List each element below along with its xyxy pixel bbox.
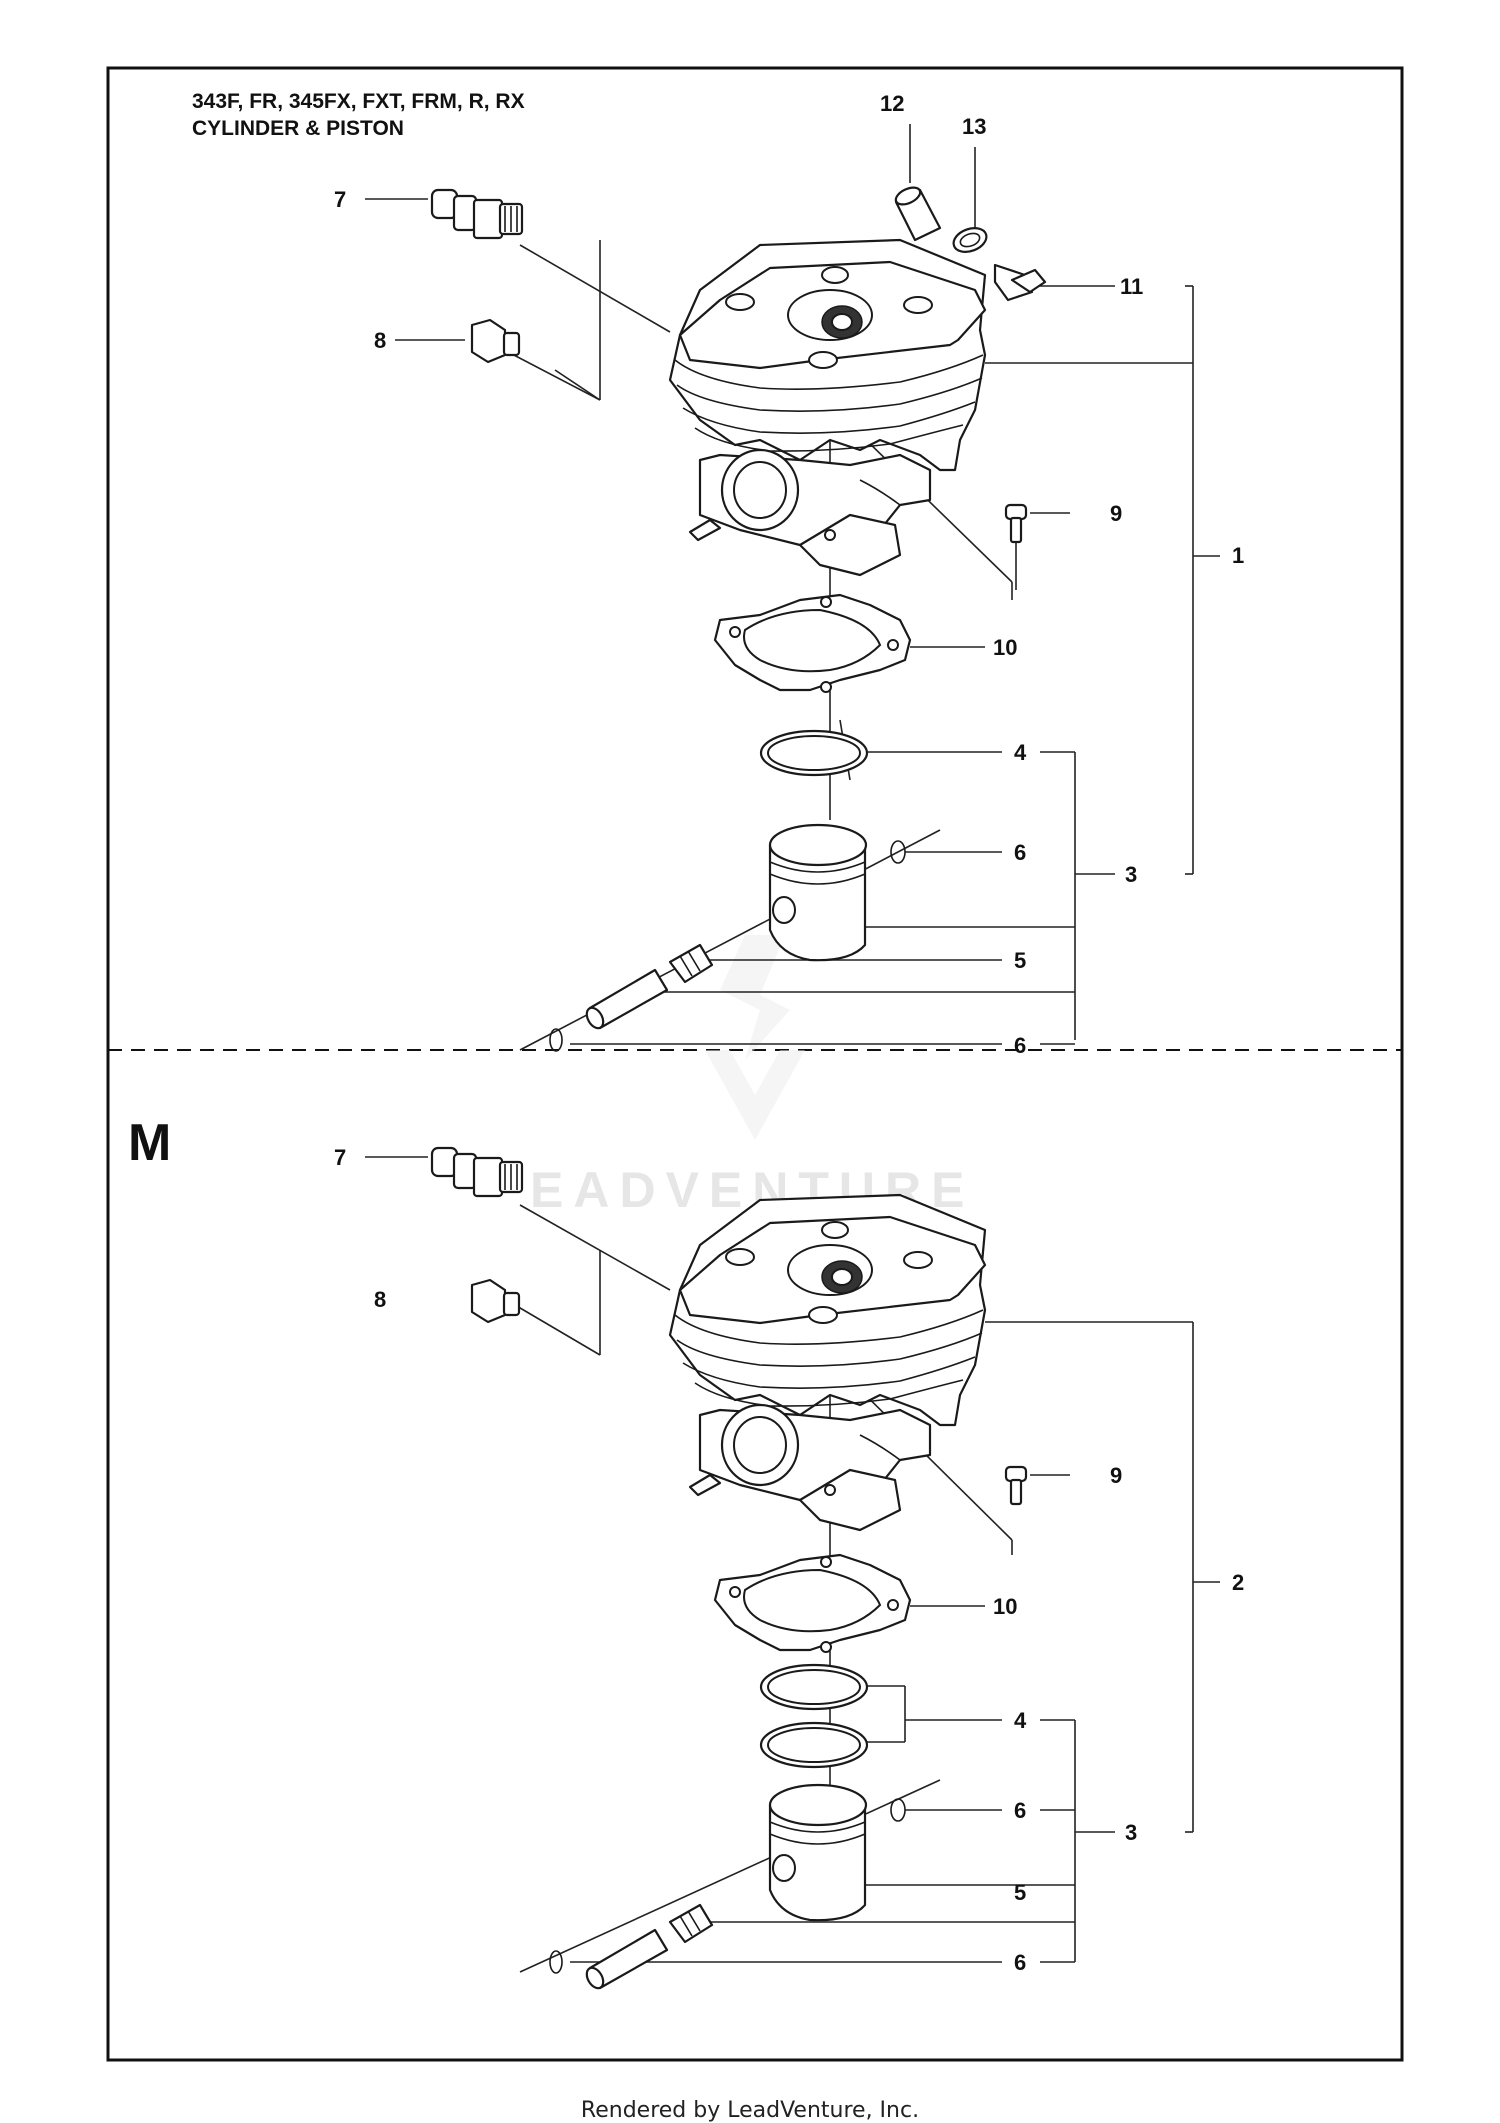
bottom-part-6-clip-right: [890, 1798, 906, 1822]
bottom-part-4-ring-upper: [759, 1663, 869, 1711]
svg-text:6: 6: [1014, 1033, 1026, 1058]
top-part-piston: [768, 823, 868, 962]
model-list: 343F, FR, 345FX, FXT, FRM, R, RX: [192, 90, 525, 113]
footer-credit: Rendered by LeadVenture, Inc.: [580, 2098, 920, 2123]
top-part-6-clip-right: [890, 840, 906, 864]
bottom-cylinder: [668, 1193, 987, 1532]
svg-text:5: 5: [1014, 948, 1026, 973]
bottom-part-5-bearing: [668, 1903, 714, 1944]
top-callout-labels: 7 8 12 13 11 1 9 10 4 6 3 5 6: [334, 91, 1244, 1058]
top-cylinder: [668, 238, 987, 577]
section-marker: M: [128, 1114, 171, 1172]
top-part-5-bearing: [668, 943, 714, 984]
bottom-part-8-plug: [470, 1278, 521, 1324]
svg-text:11: 11: [1120, 274, 1143, 299]
bottom-part-7-fitting: [430, 1146, 524, 1198]
top-assembly: [365, 124, 1220, 1052]
diagram-frame: [106, 66, 1404, 2062]
bottom-part-6-clip-left: [549, 1950, 563, 1974]
svg-text:6: 6: [1014, 1798, 1026, 1823]
top-part-13-clip: [952, 227, 988, 253]
top-part-9-bolt: [1004, 503, 1028, 544]
watermark-logo: [705, 935, 805, 1140]
bottom-part-9-bolt: [1004, 1465, 1028, 1506]
svg-text:3: 3: [1125, 862, 1137, 887]
top-part-8-plug: [470, 318, 521, 364]
svg-text:7: 7: [334, 1145, 346, 1170]
top-part-7-fitting: [430, 188, 524, 240]
bottom-part-piston: [768, 1783, 868, 1922]
top-part-5-pin: [585, 968, 669, 1030]
svg-text:8: 8: [374, 1287, 386, 1312]
svg-text:6: 6: [1014, 840, 1026, 865]
svg-text:7: 7: [334, 187, 346, 212]
svg-text:10: 10: [993, 1594, 1017, 1619]
svg-text:2: 2: [1232, 1570, 1244, 1595]
svg-text:5: 5: [1014, 1880, 1026, 1905]
svg-text:4: 4: [1014, 740, 1027, 765]
svg-text:12: 12: [880, 91, 904, 116]
top-part-12-sleeve: [894, 186, 942, 242]
top-part-11-nipple: [993, 263, 1047, 302]
top-part-4-ring: [759, 729, 869, 777]
svg-text:1: 1: [1232, 543, 1244, 568]
svg-text:13: 13: [962, 114, 986, 139]
bottom-part-4-ring-lower: [759, 1721, 869, 1769]
svg-text:10: 10: [993, 635, 1017, 660]
svg-text:9: 9: [1110, 1463, 1122, 1488]
diagram-title: CYLINDER & PISTON: [192, 117, 404, 140]
top-part-10-gasket: [713, 593, 912, 693]
svg-text:8: 8: [374, 328, 386, 353]
bottom-part-10-gasket: [713, 1553, 912, 1653]
top-part-6-clip-left: [549, 1028, 563, 1052]
svg-text:9: 9: [1110, 501, 1122, 526]
bottom-part-5-pin: [585, 1928, 669, 1990]
svg-text:3: 3: [1125, 1820, 1137, 1845]
bottom-callout-labels: 7 8 9 2 10 4 6 3 5 6: [334, 1145, 1244, 1975]
bottom-assembly: [365, 1146, 1220, 1990]
svg-text:6: 6: [1014, 1950, 1026, 1975]
svg-text:4: 4: [1014, 1708, 1027, 1733]
